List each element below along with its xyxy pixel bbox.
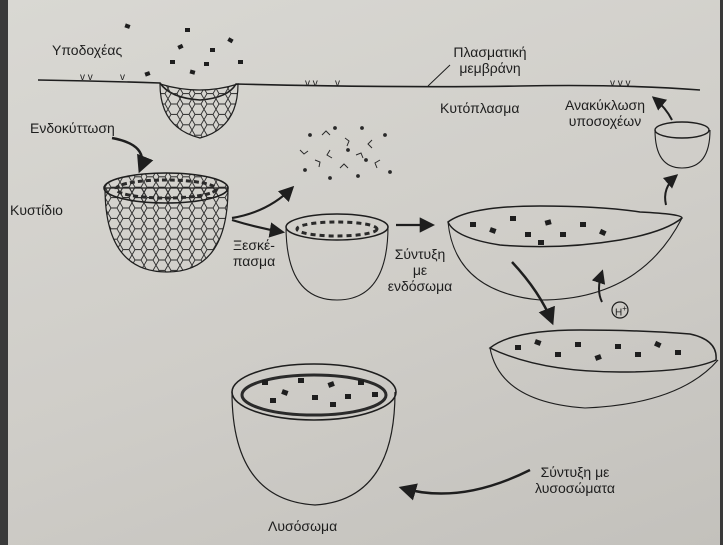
uncoating-line-1: Ξεσκέ- — [224, 237, 284, 253]
cytoplasm-label: Κυτόπλασμα — [440, 100, 519, 116]
fusion-lysosomes-line-2: λυσοσώματα — [520, 480, 630, 496]
svg-text:v: v — [120, 72, 125, 83]
recycling-arrow-to-membrane — [654, 98, 672, 120]
ligand-particles — [124, 23, 243, 76]
plasma-membrane-line-1: Πλασματική — [440, 44, 540, 60]
proton-charge: + — [622, 304, 627, 313]
uncoating-label: Ξεσκέ- πασμα — [224, 237, 284, 269]
uncoating-line-2: πασμα — [224, 253, 284, 269]
fusion-endosome-line-3: ενδόσωμα — [375, 278, 465, 294]
lysosome-label: Λυσόσωμα — [268, 518, 337, 534]
receptor-recycling-line-2: υποσοχέων — [555, 113, 655, 129]
maturation-arrow — [512, 262, 552, 322]
receptors-label: Υποδοχέας — [52, 42, 122, 58]
clathrin-fragments — [300, 127, 391, 180]
plasma-membrane-label: Πλασματική μεμβράνη — [440, 44, 540, 76]
lysosome-fusion-arrow — [402, 470, 530, 494]
recycling-arrow-up — [665, 176, 676, 205]
uncoated-vesicle — [286, 214, 388, 300]
svg-text:v: v — [335, 78, 340, 89]
recycling-vesicle — [655, 122, 710, 168]
endocytosis-arrow — [112, 138, 142, 170]
lysosome-compartment — [232, 364, 396, 505]
plasma-membrane-line-2: μεμβράνη — [440, 60, 540, 76]
svg-text:v v v: v v v — [610, 78, 631, 89]
late-endosome — [490, 330, 718, 408]
fusion-endosome-label: Σύντυξη με ενδόσωμα — [375, 246, 465, 294]
coated-vesicle — [104, 173, 228, 272]
receptor-recycling-label: Ανακύκλωση υποσοχέων — [555, 97, 655, 129]
fusion-endosome-line-2: με — [375, 262, 465, 278]
fusion-lysosomes-label: Σύντυξη με λυσοσώματα — [520, 464, 630, 496]
vesicle-label: Κυστίδιο — [10, 202, 63, 218]
proton-label: H+ — [615, 302, 627, 320]
uncoating-arrow-right — [232, 220, 282, 232]
endocytosis-label: Ενδοκύττωση — [30, 120, 115, 136]
uncoating-arrow-up — [232, 188, 292, 218]
endosome — [448, 206, 682, 300]
fusion-lysosomes-line-1: Σύντυξη με — [520, 464, 630, 480]
proton-arrow — [599, 272, 602, 302]
receptor-recycling-line-1: Ανακύκλωση — [555, 97, 655, 113]
svg-text:v v: v v — [80, 72, 93, 83]
svg-text:v v: v v — [305, 78, 318, 89]
fusion-endosome-line-1: Σύντυξη — [375, 246, 465, 262]
coated-pit — [160, 84, 238, 138]
